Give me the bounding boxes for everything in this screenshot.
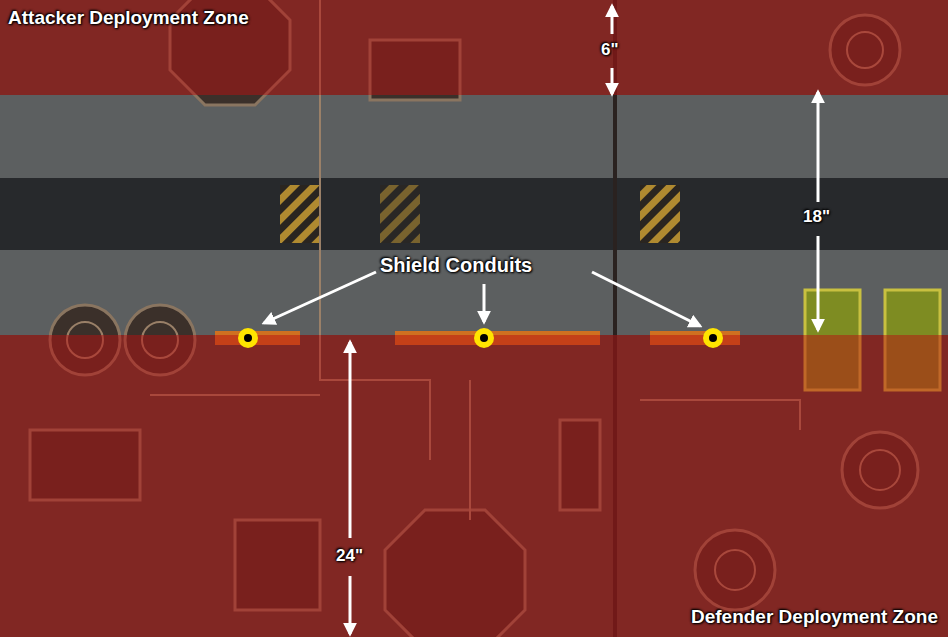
dimension-label: 18" — [803, 207, 830, 227]
shield-conduit — [238, 328, 723, 348]
dimension-label: 24" — [336, 546, 363, 566]
callout-label: Shield Conduits — [380, 254, 532, 277]
zone-label: Defender Deployment Zone — [691, 606, 938, 628]
zone-label: Attacker Deployment Zone — [8, 7, 249, 29]
dimension-label: 6" — [601, 40, 619, 60]
